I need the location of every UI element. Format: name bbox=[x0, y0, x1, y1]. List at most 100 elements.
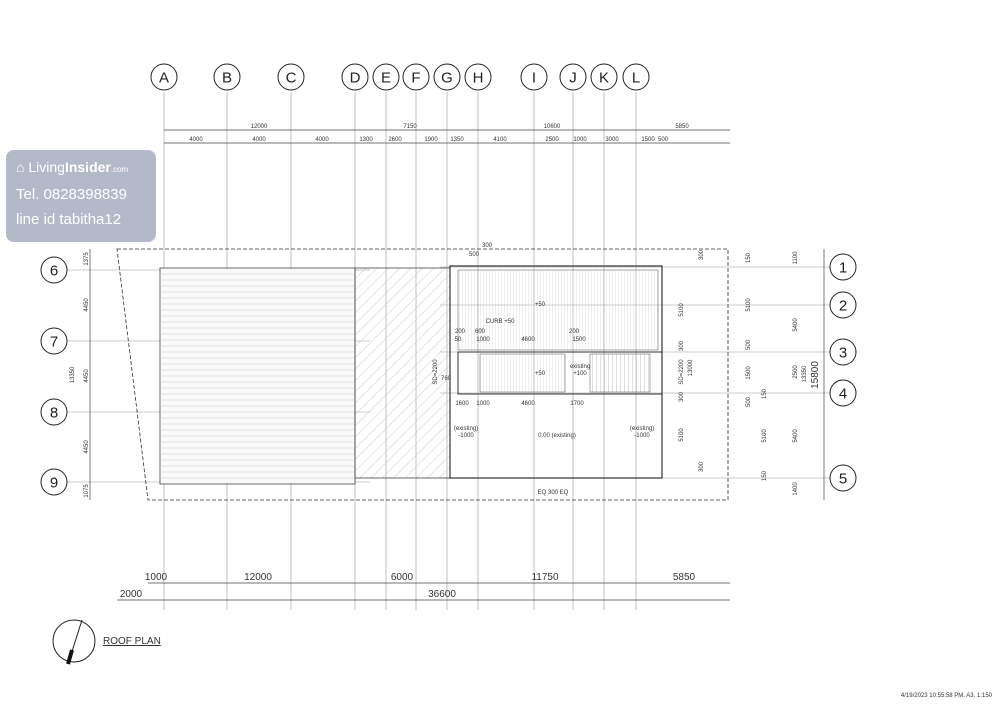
grid-bubble-F bbox=[402, 63, 430, 91]
note-500: 500 bbox=[469, 252, 480, 258]
grid-bubble-9 bbox=[40, 468, 68, 496]
grid-bubble-J bbox=[559, 63, 587, 91]
grid-bubble-2 bbox=[829, 291, 857, 319]
dim-top-detail: 1000 bbox=[573, 137, 587, 143]
dim-1000a: 1000 bbox=[476, 337, 490, 343]
dim-right-total: 15800 bbox=[810, 361, 821, 389]
grid-label: D bbox=[350, 70, 361, 87]
grid-label: 9 bbox=[50, 475, 58, 492]
dim-right-a: 150 bbox=[746, 252, 752, 263]
dim-top-detail: 4000 bbox=[252, 137, 266, 143]
dim-right-b: 5400 bbox=[793, 318, 799, 332]
watermark-tel: Tel. 0828398839 bbox=[16, 186, 127, 203]
brand-b: Insider bbox=[64, 159, 111, 175]
dim-top-detail: 2600 bbox=[388, 137, 402, 143]
dim-top-detail: 4000 bbox=[189, 137, 203, 143]
grid-label: 2 bbox=[839, 298, 847, 315]
grid-label: 1 bbox=[839, 260, 847, 277]
grid-bubble-A bbox=[150, 63, 178, 91]
note-existing-right: (existing) bbox=[630, 426, 654, 432]
grid-label: G bbox=[441, 70, 453, 87]
note-existing-up-level: +100 bbox=[573, 371, 587, 377]
dim-top-detail: 4100 bbox=[493, 137, 507, 143]
dim-inner-right: 5100 bbox=[679, 428, 685, 442]
grid-bubble-5 bbox=[829, 464, 857, 492]
dim-top-overall: 12000 bbox=[251, 124, 268, 130]
grid-label: B bbox=[222, 70, 232, 87]
grid-label: 6 bbox=[50, 263, 58, 280]
north-arrow-icon bbox=[52, 619, 96, 665]
dim-bottom: 5850 bbox=[673, 572, 696, 583]
watermark-line-id: line id tabitha12 bbox=[16, 211, 122, 228]
grid-bubble-I bbox=[520, 63, 548, 91]
grid-label: 3 bbox=[839, 345, 847, 362]
dim-4600b: 4600 bbox=[521, 401, 535, 407]
dim-760: 760 bbox=[441, 376, 452, 382]
note-existing-left: (existing) bbox=[454, 426, 478, 432]
dim-bottom: 6000 bbox=[391, 572, 414, 583]
grid-bubble-L bbox=[622, 63, 650, 91]
dim-left: 4450 bbox=[84, 369, 90, 383]
dim-right-a: 500 bbox=[746, 396, 752, 407]
dim-right-total: 13350 bbox=[802, 365, 808, 382]
dim-top-overall: 5850 bbox=[675, 124, 689, 130]
dim-200a: 200 bbox=[455, 329, 466, 335]
print-footer: 4/19/2023 10:55:58 PM, A3, 1:150 bbox=[900, 693, 992, 699]
grid-bubble-D bbox=[341, 63, 369, 91]
dim-1700: 1700 bbox=[570, 401, 584, 407]
dim-4600a: 4600 bbox=[521, 337, 535, 343]
dim-inner-right: 300 bbox=[699, 461, 705, 472]
grid-label: I bbox=[532, 70, 536, 87]
grid-bubble-8 bbox=[40, 398, 68, 426]
note-existing-up: existing bbox=[570, 364, 590, 370]
grid-label: E bbox=[381, 70, 391, 87]
grid-label: K bbox=[599, 70, 609, 87]
drawing-title: ROOF PLAN bbox=[103, 636, 161, 647]
dim-1000b: 1000 bbox=[476, 401, 490, 407]
note-existing-right-level: -1000 bbox=[634, 433, 650, 439]
dim-top-detail: 1350 bbox=[450, 137, 464, 143]
dim-right-b: 5400 bbox=[793, 429, 799, 443]
dim-right-a: 150 bbox=[762, 470, 768, 481]
grid-bubble-4 bbox=[829, 379, 857, 407]
dim-top-detail: 1300 bbox=[359, 137, 373, 143]
dim-top-overall: 10600 bbox=[544, 124, 561, 130]
watermark-logo: ⌂ LivingInsider.com bbox=[16, 159, 128, 175]
dim-bottom-total: 36600 bbox=[428, 589, 456, 600]
dim-inner-right: 5100 bbox=[679, 303, 685, 317]
grid-bubble-1 bbox=[829, 253, 857, 281]
dim-left: 1375 bbox=[84, 252, 90, 266]
dim-200b: 200 bbox=[569, 329, 580, 335]
dim-inner-right: SD=2200 bbox=[679, 359, 685, 385]
note-300: 300 bbox=[482, 243, 493, 249]
dim-top-detail: 4000 bbox=[315, 137, 329, 143]
grid-label: 4 bbox=[839, 386, 847, 403]
dim-1600: 1600 bbox=[455, 401, 469, 407]
grid-label: H bbox=[473, 70, 484, 87]
dim-50: 50 bbox=[455, 337, 462, 343]
grid-label: J bbox=[569, 70, 577, 87]
note-existing-left-level: -1000 bbox=[458, 433, 474, 439]
watermark: ⌂ LivingInsider.com Tel. 0828398839 line… bbox=[6, 150, 156, 242]
grid-bubble-7 bbox=[40, 327, 68, 355]
dim-top-detail: 2500 bbox=[545, 137, 559, 143]
dim-bottom-total: 2000 bbox=[120, 589, 143, 600]
house-logo-icon: ⌂ bbox=[16, 159, 25, 175]
dim-right-a: 5100 bbox=[746, 298, 752, 312]
dim-inner-right: 300 bbox=[699, 249, 705, 260]
grid-label: 8 bbox=[50, 405, 58, 422]
dim-right-b: 1400 bbox=[793, 482, 799, 496]
dim-sd-left: SD=2200 bbox=[433, 359, 439, 385]
dim-right-a: 500 bbox=[746, 339, 752, 350]
dim-right-a: 1500 bbox=[746, 366, 752, 380]
grid-label: F bbox=[411, 70, 420, 87]
dim-1500: 1500 bbox=[572, 337, 586, 343]
grid-bubble-B bbox=[213, 63, 241, 91]
brand-a: Living bbox=[28, 159, 65, 175]
dim-bottom: 1000 bbox=[145, 572, 168, 583]
dim-right-b: 1100 bbox=[793, 251, 799, 265]
dim-bottom: 12000 bbox=[244, 572, 272, 583]
grid-label: 7 bbox=[50, 334, 58, 351]
dim-left: 13350 bbox=[70, 366, 76, 383]
dim-inner-right: 300 bbox=[679, 340, 685, 351]
